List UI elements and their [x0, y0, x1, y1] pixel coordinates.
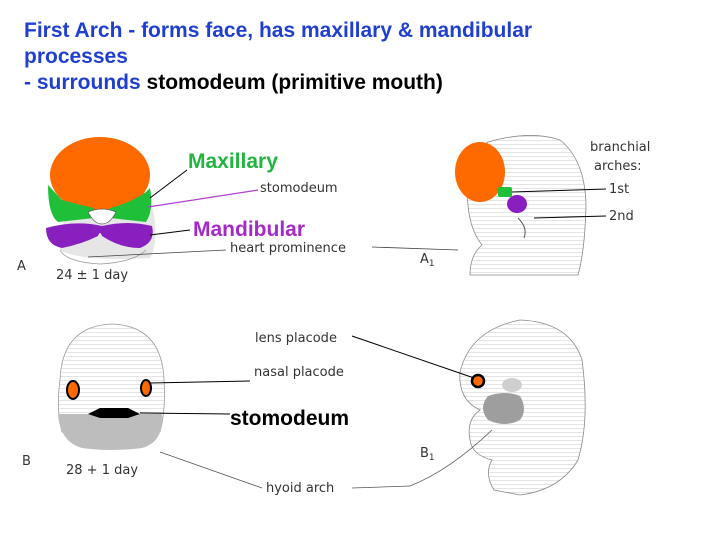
mandibular-leader-line	[149, 229, 191, 236]
hyoid-arch-leader-curve	[409, 429, 493, 487]
second-arch-bump	[517, 217, 526, 239]
lateral-arch-upper	[502, 378, 522, 392]
panel-label-b1: B1	[420, 446, 435, 463]
mandibular-label: Mandibular	[193, 218, 305, 241]
title-line-3: - surrounds stomodeum (primitive mouth)	[24, 70, 704, 96]
embryo-frontal-24-day: A 24 ± 1 day	[17, 137, 156, 283]
lateral-head-orange	[455, 142, 505, 202]
title-line-3-prefix: - surrounds	[24, 71, 147, 94]
stomodeum-leader-line	[147, 189, 259, 208]
embryo-frontal-28-day: B 28 + 1 day	[22, 323, 165, 478]
heart-prominence	[59, 249, 147, 265]
first-arch-green	[498, 187, 512, 197]
maxillary-process-green-right	[110, 188, 152, 222]
maxillary-label: Maxillary	[188, 150, 278, 173]
nasal-placode-label: nasal placode	[254, 365, 344, 380]
frontal-prominence-orange	[50, 137, 150, 213]
title-line-2: processes	[24, 45, 128, 68]
age-28-day: 28 + 1 day	[66, 463, 138, 478]
mandibular-process-purple	[46, 223, 153, 248]
hyoid-arch-label: hyoid arch	[266, 481, 334, 496]
age-24-day: 24 ± 1 day	[56, 268, 128, 283]
slide-title: First Arch - forms face, has maxillary &…	[24, 18, 704, 96]
first-arch-leader	[511, 188, 607, 193]
hyoid-arch-leader-right	[351, 485, 411, 489]
second-arch-leader	[533, 215, 607, 219]
lens-placode-leader	[351, 335, 475, 379]
branchial-label-line1: branchial	[590, 140, 650, 155]
heart-prominence-leader-line	[87, 249, 227, 258]
panel-label-b: B	[22, 454, 31, 469]
heart-prominence-label: heart prominence	[230, 241, 346, 256]
panel-label-a1: A1	[420, 252, 435, 269]
frontal-lower-arch	[58, 414, 163, 450]
lens-placode-label: lens placode	[255, 331, 337, 346]
nasal-placode-left	[66, 380, 80, 400]
panel-label-a: A	[17, 259, 26, 274]
stomodeum-mouth-black	[88, 408, 140, 418]
first-arch-label: 1st	[609, 182, 629, 197]
nasal-placode-right	[140, 379, 152, 397]
title-line-1: First Arch - forms face, has maxillary &…	[24, 19, 533, 42]
embryo-lateral-24-day: A1	[420, 135, 587, 276]
title-line-3-stomodeum: stomodeum (primitive mouth)	[146, 71, 443, 94]
second-arch-label: 2nd	[609, 209, 634, 224]
maxillary-leader-line	[149, 169, 188, 199]
lens-placode-spot	[470, 373, 486, 389]
branchial-label-line2: arches:	[594, 159, 642, 174]
embryo-lateral-28-day: B1	[420, 319, 586, 496]
stomodeum-small-label: stomodeum	[260, 181, 338, 196]
lateral-arches-grey	[483, 393, 524, 424]
maxillary-process-green	[48, 185, 94, 222]
nasal-placode-leader	[149, 380, 251, 384]
stomodeum-big-leader	[139, 412, 231, 415]
hyoid-arch-leader-left	[159, 451, 263, 489]
heart-prominence-leader-right	[371, 246, 459, 251]
first-arch-purple	[507, 195, 527, 213]
stomodeum-big-label: stomodeum	[230, 407, 349, 430]
stomodeum-opening	[87, 208, 117, 225]
